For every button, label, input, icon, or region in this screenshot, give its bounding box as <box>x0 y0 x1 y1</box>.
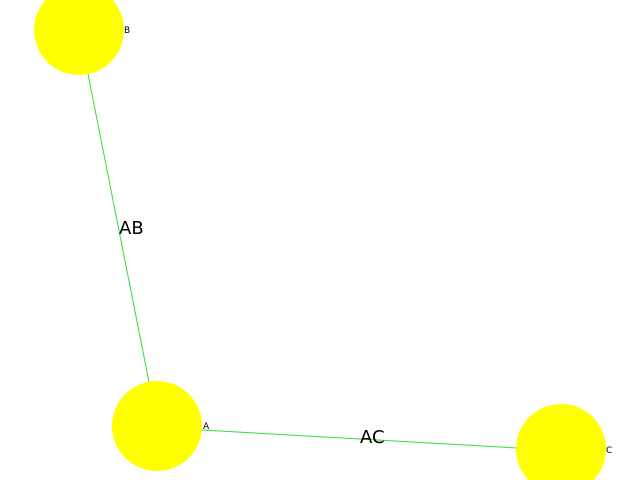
node-b-circle[interactable] <box>34 0 124 75</box>
node-b-label: B <box>124 26 130 36</box>
nodes-layer: B A C <box>34 0 612 480</box>
node-a[interactable]: A <box>112 381 210 471</box>
edge-ac-label: AC <box>360 427 385 448</box>
node-a-circle[interactable] <box>112 381 202 471</box>
edge-ab-label: AB <box>119 218 144 239</box>
node-c-circle[interactable] <box>516 404 606 480</box>
node-b[interactable]: B <box>34 0 130 75</box>
node-a-label: A <box>203 422 210 432</box>
edge-ac-line[interactable] <box>201 429 518 449</box>
edges-layer <box>87 73 518 449</box>
edge-ab-line[interactable] <box>87 73 150 383</box>
edge-labels-layer: AB AC <box>119 218 385 448</box>
node-c[interactable]: C <box>516 404 612 480</box>
node-c-label: C <box>606 446 612 456</box>
